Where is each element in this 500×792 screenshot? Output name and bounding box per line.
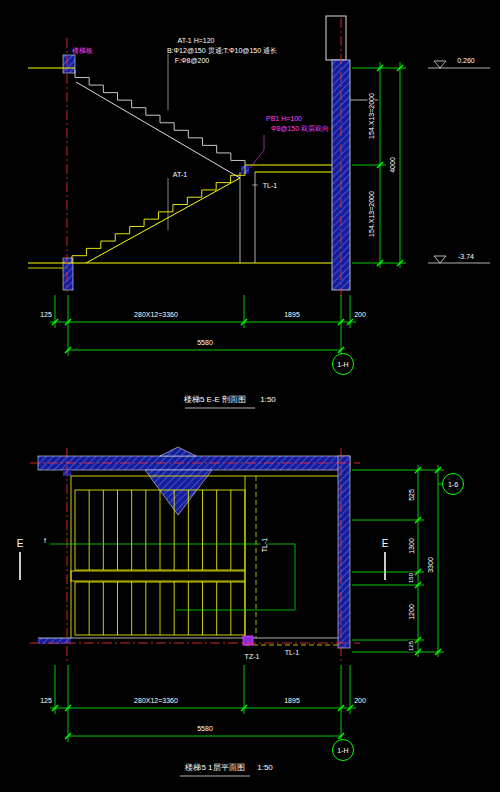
tread-line bbox=[230, 490, 231, 570]
tread-line bbox=[188, 582, 189, 635]
drawing-label: 4000 bbox=[389, 156, 396, 174]
tread-line bbox=[145, 490, 146, 570]
drawing-label: E bbox=[16, 539, 25, 549]
drawing-label: 1895 bbox=[284, 697, 300, 704]
axis-circle: 1-H bbox=[332, 739, 354, 761]
tread-line bbox=[145, 582, 146, 635]
drawing-label: 200 bbox=[354, 697, 366, 704]
drawing-label: f bbox=[43, 537, 47, 544]
tread-line bbox=[174, 490, 175, 570]
tread-line bbox=[202, 490, 203, 570]
drawing-label: 1200 bbox=[408, 603, 415, 621]
drawing-label: TL-1 bbox=[263, 182, 277, 189]
drawing-label: TZ-1 bbox=[245, 653, 260, 660]
tread-line bbox=[117, 490, 118, 570]
tread-line bbox=[160, 582, 161, 635]
tread-line bbox=[230, 582, 231, 635]
drawing-label: 150 bbox=[408, 572, 414, 584]
tread-line bbox=[131, 490, 132, 570]
tread-line bbox=[89, 490, 90, 570]
drawing-label: TL-1 bbox=[285, 649, 299, 656]
drawing-label: PB1 H=100 bbox=[266, 115, 302, 122]
drawing-label: 525 bbox=[408, 488, 415, 502]
drawing-label: 1:50 bbox=[257, 764, 273, 772]
section-view bbox=[28, 16, 490, 408]
axis-circle: 1-H bbox=[332, 353, 354, 375]
drawing-label: B:Φ12@150 贯通;T:Φ10@150 通长 bbox=[167, 47, 277, 54]
tread-line bbox=[160, 490, 161, 570]
tread-line bbox=[103, 582, 104, 635]
upper-flight bbox=[75, 70, 245, 168]
drawing-label: 200 bbox=[354, 311, 366, 318]
tread-line bbox=[103, 490, 104, 570]
drawing-label: 3300 bbox=[427, 556, 434, 574]
tread-line bbox=[216, 490, 217, 570]
drawing-label: 154.X13=2000 bbox=[368, 190, 375, 238]
drawing-label: 1895 bbox=[284, 311, 300, 318]
drawing-label: Φ8@150 双层双向 bbox=[271, 125, 329, 132]
drawing-label: -3.74 bbox=[458, 253, 474, 260]
plan-view bbox=[20, 447, 444, 776]
tread-line bbox=[202, 582, 203, 635]
drawing-label: 280X12=3360 bbox=[134, 311, 178, 318]
tread-line bbox=[89, 582, 90, 635]
drawing-label: 0.260 bbox=[457, 57, 475, 64]
drawing-label: F:Φ8@200 bbox=[175, 57, 209, 64]
axis-number: 1-H bbox=[337, 747, 348, 754]
tread-line bbox=[131, 582, 132, 635]
tread-line bbox=[117, 582, 118, 635]
tread-line bbox=[174, 582, 175, 635]
drawing-label: E bbox=[381, 539, 390, 549]
drawing-label: 楼梯5 1层平面图 bbox=[185, 764, 244, 772]
drawing-label: 125 bbox=[408, 640, 414, 652]
drawing-label: 楼梯5 E-E 剖面图 bbox=[184, 396, 246, 404]
drawing-label: AT-1 bbox=[173, 171, 187, 178]
drawing-label: 5580 bbox=[197, 339, 213, 346]
axis-number: 1-H bbox=[337, 361, 348, 368]
axis-number: 1-6 bbox=[448, 481, 458, 488]
drawing-label: 1300 bbox=[408, 537, 415, 555]
tread-line bbox=[216, 582, 217, 635]
axis-circle: 1-6 bbox=[442, 473, 464, 495]
drawing-label: 5580 bbox=[197, 725, 213, 732]
drawing-label: 125 bbox=[40, 697, 52, 704]
drawing-label: 1:50 bbox=[260, 396, 276, 404]
drawing-label: TL-1 bbox=[261, 537, 268, 553]
drawing-label: 楼梯板 bbox=[72, 47, 93, 54]
lower-flight bbox=[72, 168, 245, 263]
drawing-label: 280X12=3360 bbox=[134, 697, 178, 704]
tread-line bbox=[188, 490, 189, 570]
drawing-label: 125 bbox=[40, 311, 52, 318]
drawing-label: AT-1 H=120 bbox=[177, 37, 214, 44]
drawing-label: 154.X13=2000 bbox=[368, 92, 375, 140]
